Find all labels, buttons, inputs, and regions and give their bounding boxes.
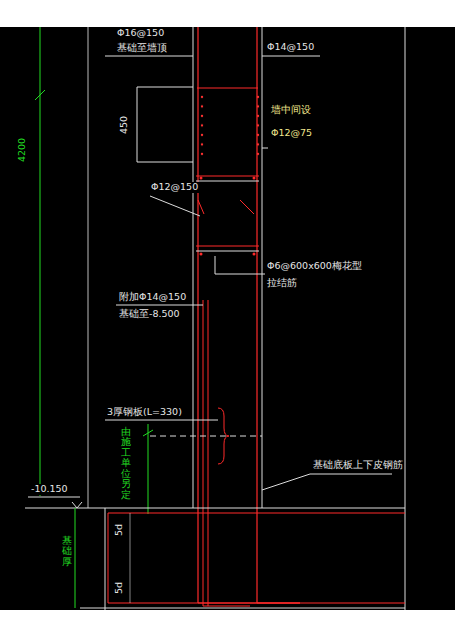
dimension: 5d — [114, 581, 125, 595]
dimension: 4200 — [17, 137, 28, 163]
plate-note: 3厚钢板(L=330) — [106, 407, 183, 418]
rebar-spec: Φ12@150 — [150, 182, 199, 193]
rebar-note: 基础至-8.500 — [118, 309, 181, 320]
rebar-spec: Φ12@75 — [270, 128, 313, 139]
rebar-spec: Φ16@150 — [116, 28, 165, 39]
rebar-note: 基础至墙顶 — [116, 43, 168, 54]
rebar-spec: 附加Φ14@150 — [118, 292, 187, 303]
rebar-note: 拉结筋 — [266, 278, 298, 289]
rebar-spec: Φ6@600x600梅花型 — [266, 261, 363, 272]
rebar-spec: Φ14@150 — [266, 42, 315, 53]
rebar-note: 基础底板上下皮钢筋 — [312, 460, 404, 471]
dimension-note: 基础厚 — [62, 535, 72, 568]
dimension: 450 — [119, 115, 130, 135]
level-mark: -10.150 — [30, 484, 69, 495]
dimension: 5d — [114, 523, 125, 537]
dimension-note: 由施工单位另定 — [121, 426, 131, 501]
rebar-note: 墙中间设 — [270, 105, 312, 116]
